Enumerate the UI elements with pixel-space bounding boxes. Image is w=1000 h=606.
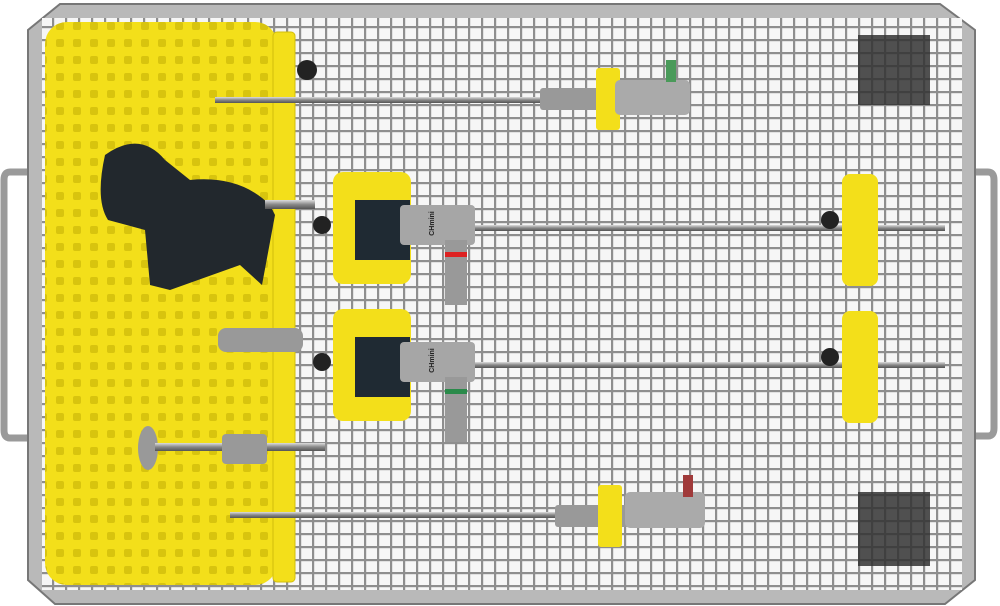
telescope-2 [313, 309, 945, 442]
scope-logo: CHmini [428, 348, 436, 373]
sheath-instrument-bottom [230, 475, 705, 547]
silicone-mat [45, 22, 277, 585]
tray-handle-left [0, 168, 40, 442]
corner-basket [858, 35, 930, 105]
telescope-1 [313, 172, 945, 305]
corner-basket [858, 492, 930, 566]
sheath-instrument-top [215, 60, 690, 130]
mat-rack-strip [272, 31, 296, 583]
scope-logo: CHmini [428, 211, 436, 236]
valve-part [218, 328, 303, 352]
obturator [138, 426, 325, 470]
tray-handle-right [955, 168, 998, 440]
instrument-grip [100, 143, 275, 290]
